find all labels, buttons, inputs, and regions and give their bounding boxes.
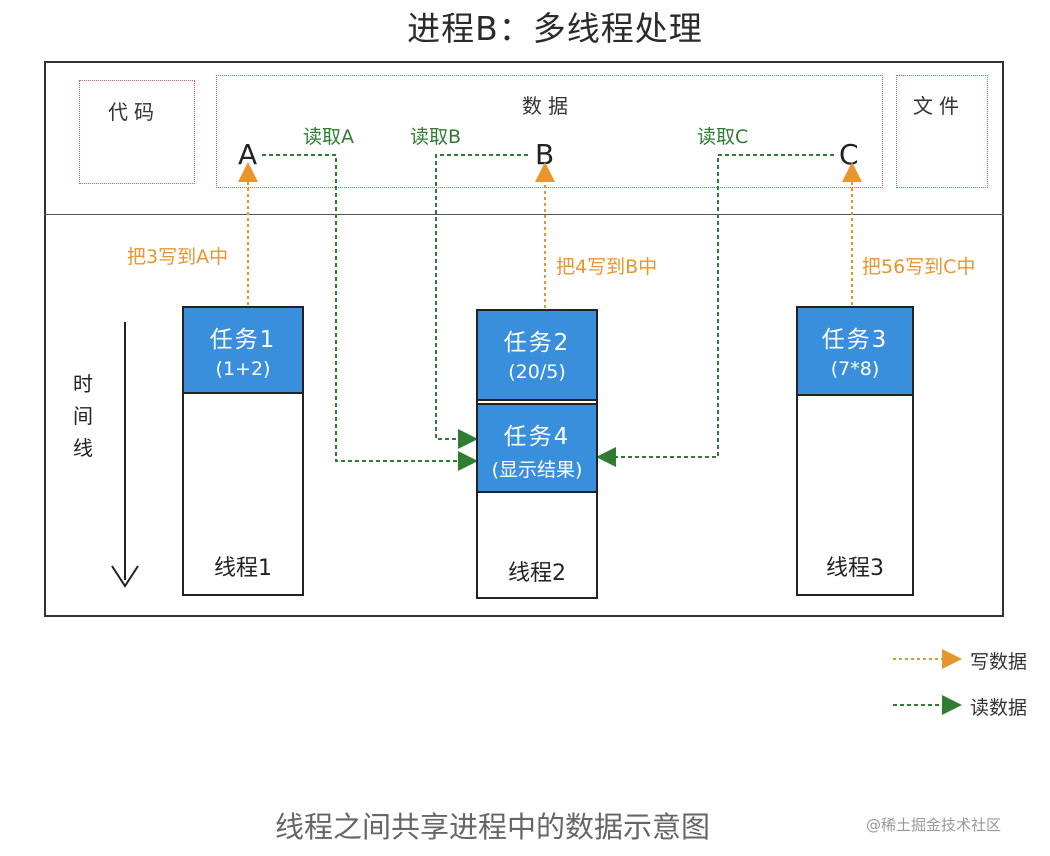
task-1: 任务1 (1+2) <box>182 306 304 394</box>
code-label: 代码 <box>108 100 160 124</box>
process-divider <box>44 214 1004 215</box>
read-b-label: 读取B <box>410 126 462 148</box>
process-frame <box>44 61 1004 617</box>
read-arrow-b <box>435 154 528 449</box>
task-4: 任务4 (显示结果) <box>476 403 598 493</box>
timeline-char-3: 线 <box>73 436 93 460</box>
task-3: 任务3 (7*8) <box>796 306 914 396</box>
task-1-expr: (1+2) <box>215 358 271 380</box>
file-label: 文件 <box>913 94 965 118</box>
read-a-label: 读取A <box>303 126 354 148</box>
timeline-char-1: 时 <box>73 372 93 396</box>
task-4-expr: (显示结果) <box>491 459 583 481</box>
write-c-label: 把56写到C中 <box>862 256 976 278</box>
data-label: 数据 <box>522 94 574 118</box>
task-2-name: 任务2 <box>503 330 571 356</box>
task-4-name: 任务4 <box>503 424 571 450</box>
code-region <box>79 80 195 184</box>
diagram-title: 进程B：多线程处理 <box>407 9 703 48</box>
thread-3-label: 线程3 <box>826 556 884 581</box>
read-c-label: 读取C <box>697 126 749 148</box>
task-3-expr: (7*8) <box>830 358 880 380</box>
legend-read-label: 读数据 <box>970 697 1028 719</box>
watermark: @稀土掘金技术社区 <box>866 816 1002 834</box>
write-b-label: 把4写到B中 <box>556 256 658 278</box>
thread-1: 任务1 (1+2) 线程1 <box>182 306 304 596</box>
read-arrow-c <box>596 154 834 467</box>
task-1-name: 任务1 <box>209 327 277 353</box>
legend-write-label: 写数据 <box>970 651 1028 673</box>
timeline-arrowhead <box>111 565 139 588</box>
thread-2: 任务2 (20/5) 任务4 (显示结果) 线程2 <box>476 309 598 599</box>
task-2: 任务2 (20/5) <box>476 309 598 401</box>
figure-caption: 线程之间共享进程中的数据示意图 <box>275 810 711 844</box>
thread-3: 任务3 (7*8) 线程3 <box>796 306 914 596</box>
task-3-name: 任务3 <box>821 327 889 353</box>
thread-1-label: 线程1 <box>214 556 272 581</box>
read-arrow-a <box>262 154 478 471</box>
timeline-char-2: 间 <box>73 404 93 428</box>
task-2-expr: (20/5) <box>508 361 566 383</box>
data-region <box>216 75 883 188</box>
write-a-label: 把3写到A中 <box>127 246 229 268</box>
file-region <box>896 75 988 188</box>
thread-2-label: 线程2 <box>508 561 566 586</box>
